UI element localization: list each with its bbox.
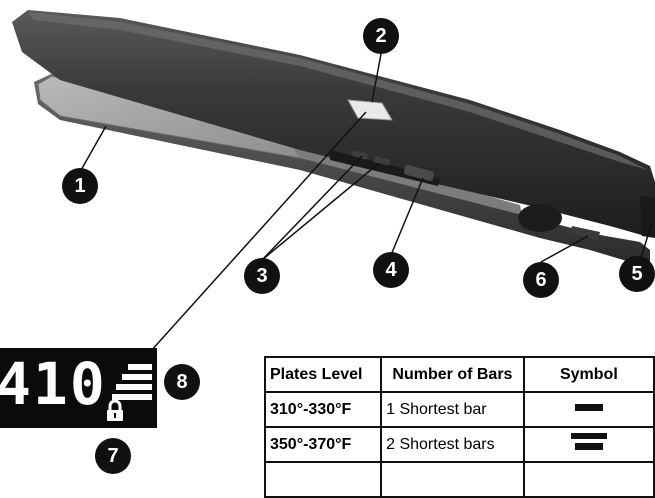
callout-7: 7 — [95, 438, 131, 474]
temp-button-down — [373, 156, 391, 166]
flat-iron-illustration — [12, 10, 655, 353]
leader-2 — [371, 53, 382, 103]
bar-symbol-icon — [522, 426, 655, 463]
callout-6: 6 — [523, 262, 559, 298]
leader-lines — [79, 53, 653, 353]
table-row: 350°-370°F 2 Shortest bars — [263, 426, 655, 463]
header-symbol: Symbol — [522, 356, 655, 393]
callout-1: 1 — [62, 168, 98, 204]
leader-6 — [540, 235, 589, 263]
header-plates-level: Plates Level — [263, 356, 383, 393]
power-switch — [403, 164, 435, 182]
callout-8: 8 — [164, 364, 200, 400]
leader-display — [149, 111, 367, 353]
temperature-bars-icon — [112, 364, 152, 404]
bar-symbol-icon — [522, 391, 655, 428]
callout-5: 5 — [619, 256, 655, 292]
lcd-display: 410 — [0, 348, 157, 428]
callout-4: 4 — [373, 252, 409, 288]
leader-5 — [640, 221, 653, 259]
temperature-readout: 410 — [0, 350, 107, 418]
leader-1 — [79, 125, 107, 173]
table-row: 310°-330°F 1 Shortest bar — [263, 391, 655, 428]
lock-slider — [570, 226, 600, 240]
callout-2: 2 — [363, 18, 399, 54]
callout-3: 3 — [244, 258, 280, 294]
row-bars-text — [380, 461, 525, 498]
header-number-of-bars: Number of Bars — [380, 356, 525, 393]
leader-3b — [261, 163, 379, 261]
row-level: 350°-370°F — [263, 426, 383, 463]
swivel-cord-end — [640, 196, 655, 238]
row-level — [263, 461, 383, 498]
bar-symbol-cell — [522, 461, 655, 498]
table-row — [263, 461, 655, 498]
side-control-strip — [330, 150, 440, 186]
upper-arm — [12, 10, 655, 236]
table-header-row: Plates Level Number of Bars Symbol — [263, 356, 655, 393]
row-bars-text: 2 Shortest bars — [380, 426, 525, 463]
leader-4 — [390, 177, 424, 256]
row-bars-text: 1 Shortest bar — [380, 391, 525, 428]
temp-button-up — [351, 150, 369, 160]
hinge-ring — [518, 204, 562, 232]
row-level: 310°-330°F — [263, 391, 383, 428]
lock-icon — [107, 400, 123, 421]
leader-3a — [261, 155, 363, 261]
display-window — [347, 99, 393, 121]
plate-level-table: Plates Level Number of Bars Symbol 310°-… — [263, 356, 655, 498]
